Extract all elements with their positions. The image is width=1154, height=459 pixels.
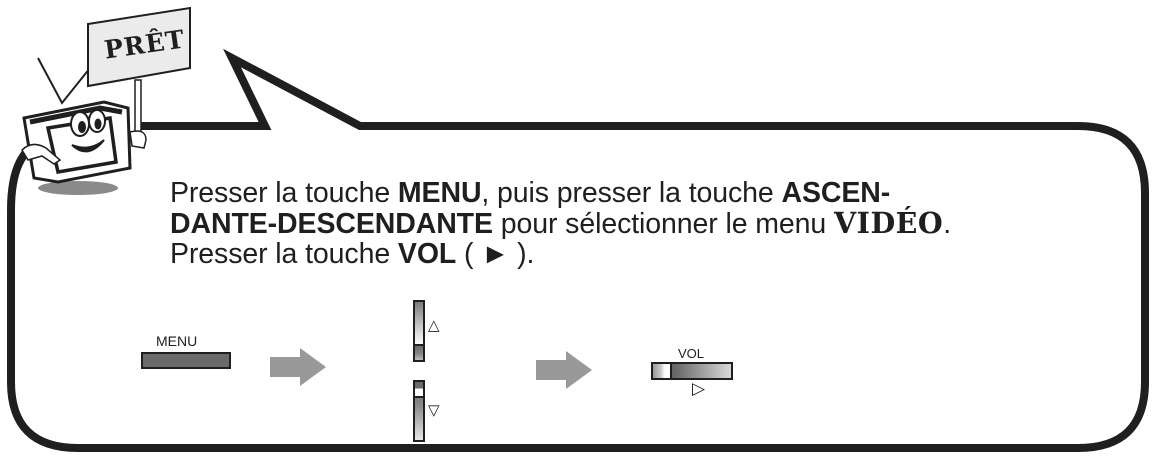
instruction-line-3: Presser la touche VOL ( ► ).: [170, 238, 535, 270]
sign-board: [87, 6, 191, 88]
down-triangle-icon: ▽: [428, 402, 440, 419]
vol-key-name: VOL: [397, 238, 457, 270]
mascot-shadow: [38, 181, 118, 195]
up-key-icon: [413, 300, 425, 362]
updown-key-name-part2: DANTE-DESCENDANTE: [170, 208, 493, 240]
up-triangle-icon: △: [428, 317, 440, 334]
video-menu-name: VIDÉO: [834, 206, 944, 240]
menu-key-name: MENU: [397, 177, 482, 209]
tv-mascot-illustration: [21, 6, 191, 195]
instruction-line-2: DANTE-DESCENDANTE pour sélectionner le m…: [170, 206, 952, 240]
menu-key-icon: [141, 352, 231, 369]
arrow-right-icon: [536, 351, 592, 389]
vol-label: VOL: [678, 346, 705, 361]
vol-right-triangle-icon: ▷: [692, 379, 706, 398]
updown-key-name-part1: ASCEN-: [781, 177, 891, 209]
menu-key-label: MENU: [156, 333, 198, 349]
vol-slider-icon: [651, 362, 733, 380]
down-key-icon: [413, 380, 425, 442]
arrow-right-icon: [270, 348, 326, 386]
instruction-text: Presser la touche MENU, puis presser la …: [170, 178, 1130, 269]
instruction-line-1: Presser la touche MENU, puis presser la …: [170, 177, 891, 209]
